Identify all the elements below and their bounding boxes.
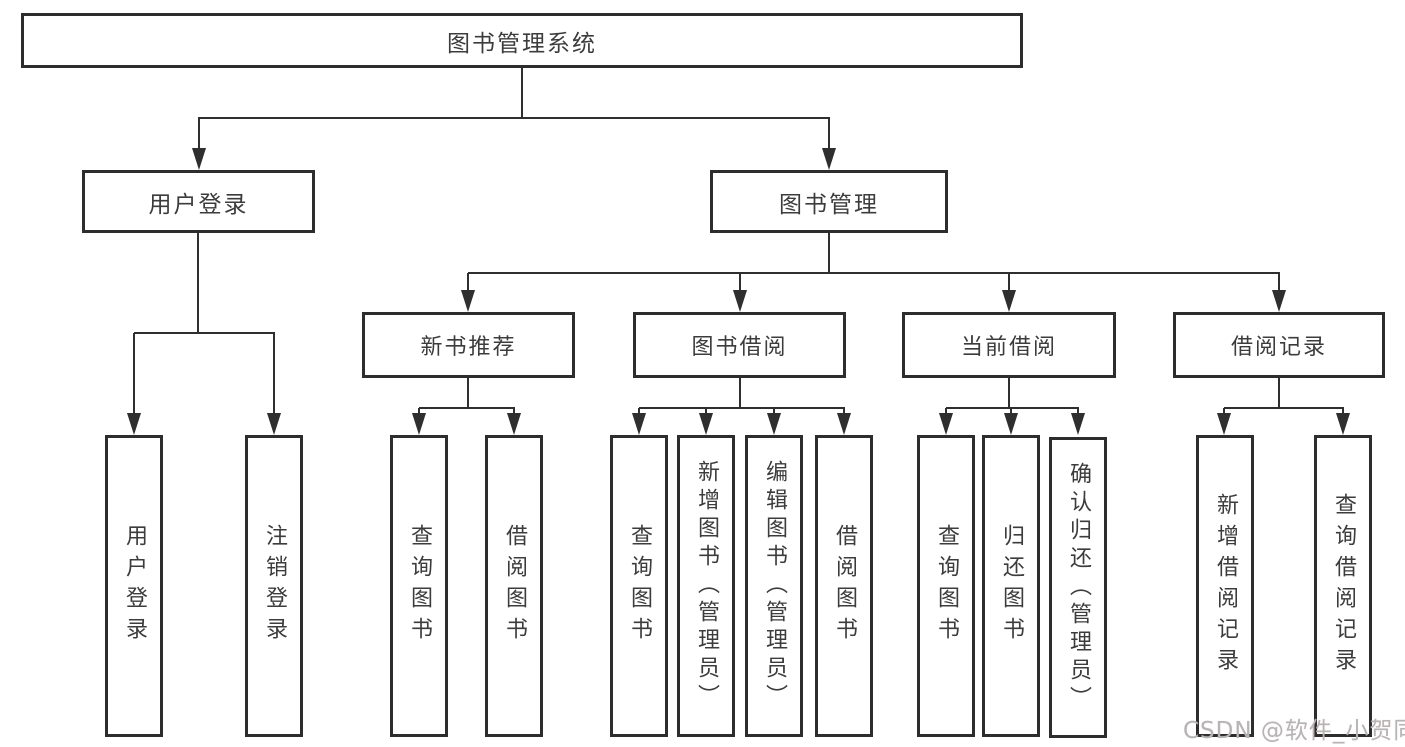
connector-line [418,408,420,416]
leaf-logout: 注销登录 [245,435,303,737]
connector-line [739,273,741,292]
leaf-confirm-return-admin-label: 确认归还（管理员） [1066,461,1091,714]
leaf-add-borrow-record-label: 新增借阅记录 [1213,493,1238,679]
arrow-down-icon [1002,290,1016,312]
connector-line [1008,273,1010,292]
watermark: CSDN @软件_小贺同学 [1183,711,1405,745]
arrow-down-icon [1004,413,1018,435]
leaf-recommend-query-book-label: 查询图书 [407,524,432,648]
leaf-borrow-book-label: 借阅图书 [832,524,857,648]
connector-line [828,233,830,274]
arrow-down-icon [192,148,206,170]
connector-line [468,272,1280,274]
leaf-query-borrow-record: 查询借阅记录 [1314,435,1372,737]
leaf-query-borrow-record-label: 查询借阅记录 [1331,493,1356,679]
node-book-management-label: 图书管理 [779,191,879,218]
leaf-current-query-book: 查询图书 [917,435,975,737]
connector-line [828,118,830,151]
node-current-borrow: 当前借阅 [902,312,1116,378]
node-book-management: 图书管理 [710,170,948,233]
arrow-down-icon [1272,290,1286,312]
leaf-user-login-label: 用户登录 [122,524,147,648]
leaf-borrow-query-book-label: 查询图书 [627,524,652,648]
leaf-edit-book-admin: 编辑图书（管理员） [745,435,803,737]
connector-line [133,333,135,415]
connector-line [639,407,845,409]
leaf-recommend-query-book: 查询图书 [390,435,448,737]
node-new-book-recommend: 新书推荐 [362,312,575,378]
node-new-book-recommend-label: 新书推荐 [420,335,517,360]
connector-line [843,408,845,416]
leaf-borrow-book: 借阅图书 [815,435,873,737]
connector-line [1077,408,1079,416]
connector-line [638,408,640,416]
arrow-down-icon [1217,413,1231,435]
connector-line [773,408,775,416]
connector-line [198,118,200,151]
connector-line [1278,273,1280,292]
arrow-down-icon [1336,413,1350,435]
connector-line [1008,378,1010,409]
arrow-down-icon [733,290,747,312]
node-user-login: 用户登录 [82,170,315,233]
leaf-borrow-query-book: 查询图书 [610,435,668,737]
arrow-down-icon [267,413,281,435]
node-book-borrow-label: 图书借阅 [691,335,788,360]
leaf-return-book: 归还图书 [982,435,1040,737]
node-current-borrow-label: 当前借阅 [960,335,1057,360]
leaf-confirm-return-admin: 确认归还（管理员） [1049,437,1107,738]
connector-line [945,408,947,416]
arrow-down-icon [837,413,851,435]
arrow-down-icon [1071,413,1085,435]
connector-line [1342,408,1344,416]
leaf-recommend-borrow-book: 借阅图书 [485,435,543,737]
arrow-down-icon [461,290,475,312]
leaf-user-login: 用户登录 [105,435,163,737]
connector-line [197,233,199,334]
arrow-down-icon [632,413,646,435]
connector-line [1224,407,1344,409]
node-user-login-label: 用户登录 [148,191,249,218]
arrow-down-icon [507,413,521,435]
arrow-down-icon [822,148,836,170]
connector-line [739,378,741,409]
arrow-down-icon [939,413,953,435]
leaf-logout-label: 注销登录 [262,524,287,648]
connector-line [1278,378,1280,409]
leaf-recommend-borrow-book-label: 借阅图书 [502,524,527,648]
leaf-add-borrow-record: 新增借阅记录 [1196,435,1254,737]
connector-line [1010,408,1012,416]
arrow-down-icon [127,413,141,435]
connector-line [1223,408,1225,416]
connector-line [946,407,1079,409]
connector-line [419,407,515,409]
node-root-label: 图书管理系统 [447,30,597,57]
leaf-add-book-admin-label: 新增图书（管理员） [694,460,719,712]
leaf-current-query-book-label: 查询图书 [934,524,959,648]
arrow-down-icon [767,413,781,435]
connector-line [513,408,515,416]
connector-line [198,117,830,119]
connector-line [273,333,275,415]
leaf-return-book-label: 归还图书 [999,524,1024,648]
connector-line [521,68,523,119]
leaf-edit-book-admin-label: 编辑图书（管理员） [762,460,787,712]
watermark-gray-text: CSDN @软件_小贺同 [1183,718,1405,744]
node-borrow-record-label: 借阅记录 [1230,335,1327,360]
arrow-down-icon [412,413,426,435]
connector-line [705,408,707,416]
node-borrow-record: 借阅记录 [1173,312,1385,378]
connector-line [134,332,275,334]
connector-line [467,378,469,409]
leaf-add-book-admin: 新增图书（管理员） [677,435,735,737]
node-root: 图书管理系统 [21,13,1023,68]
node-book-borrow: 图书借阅 [633,312,846,378]
arrow-down-icon [699,413,713,435]
connector-line [467,273,469,292]
